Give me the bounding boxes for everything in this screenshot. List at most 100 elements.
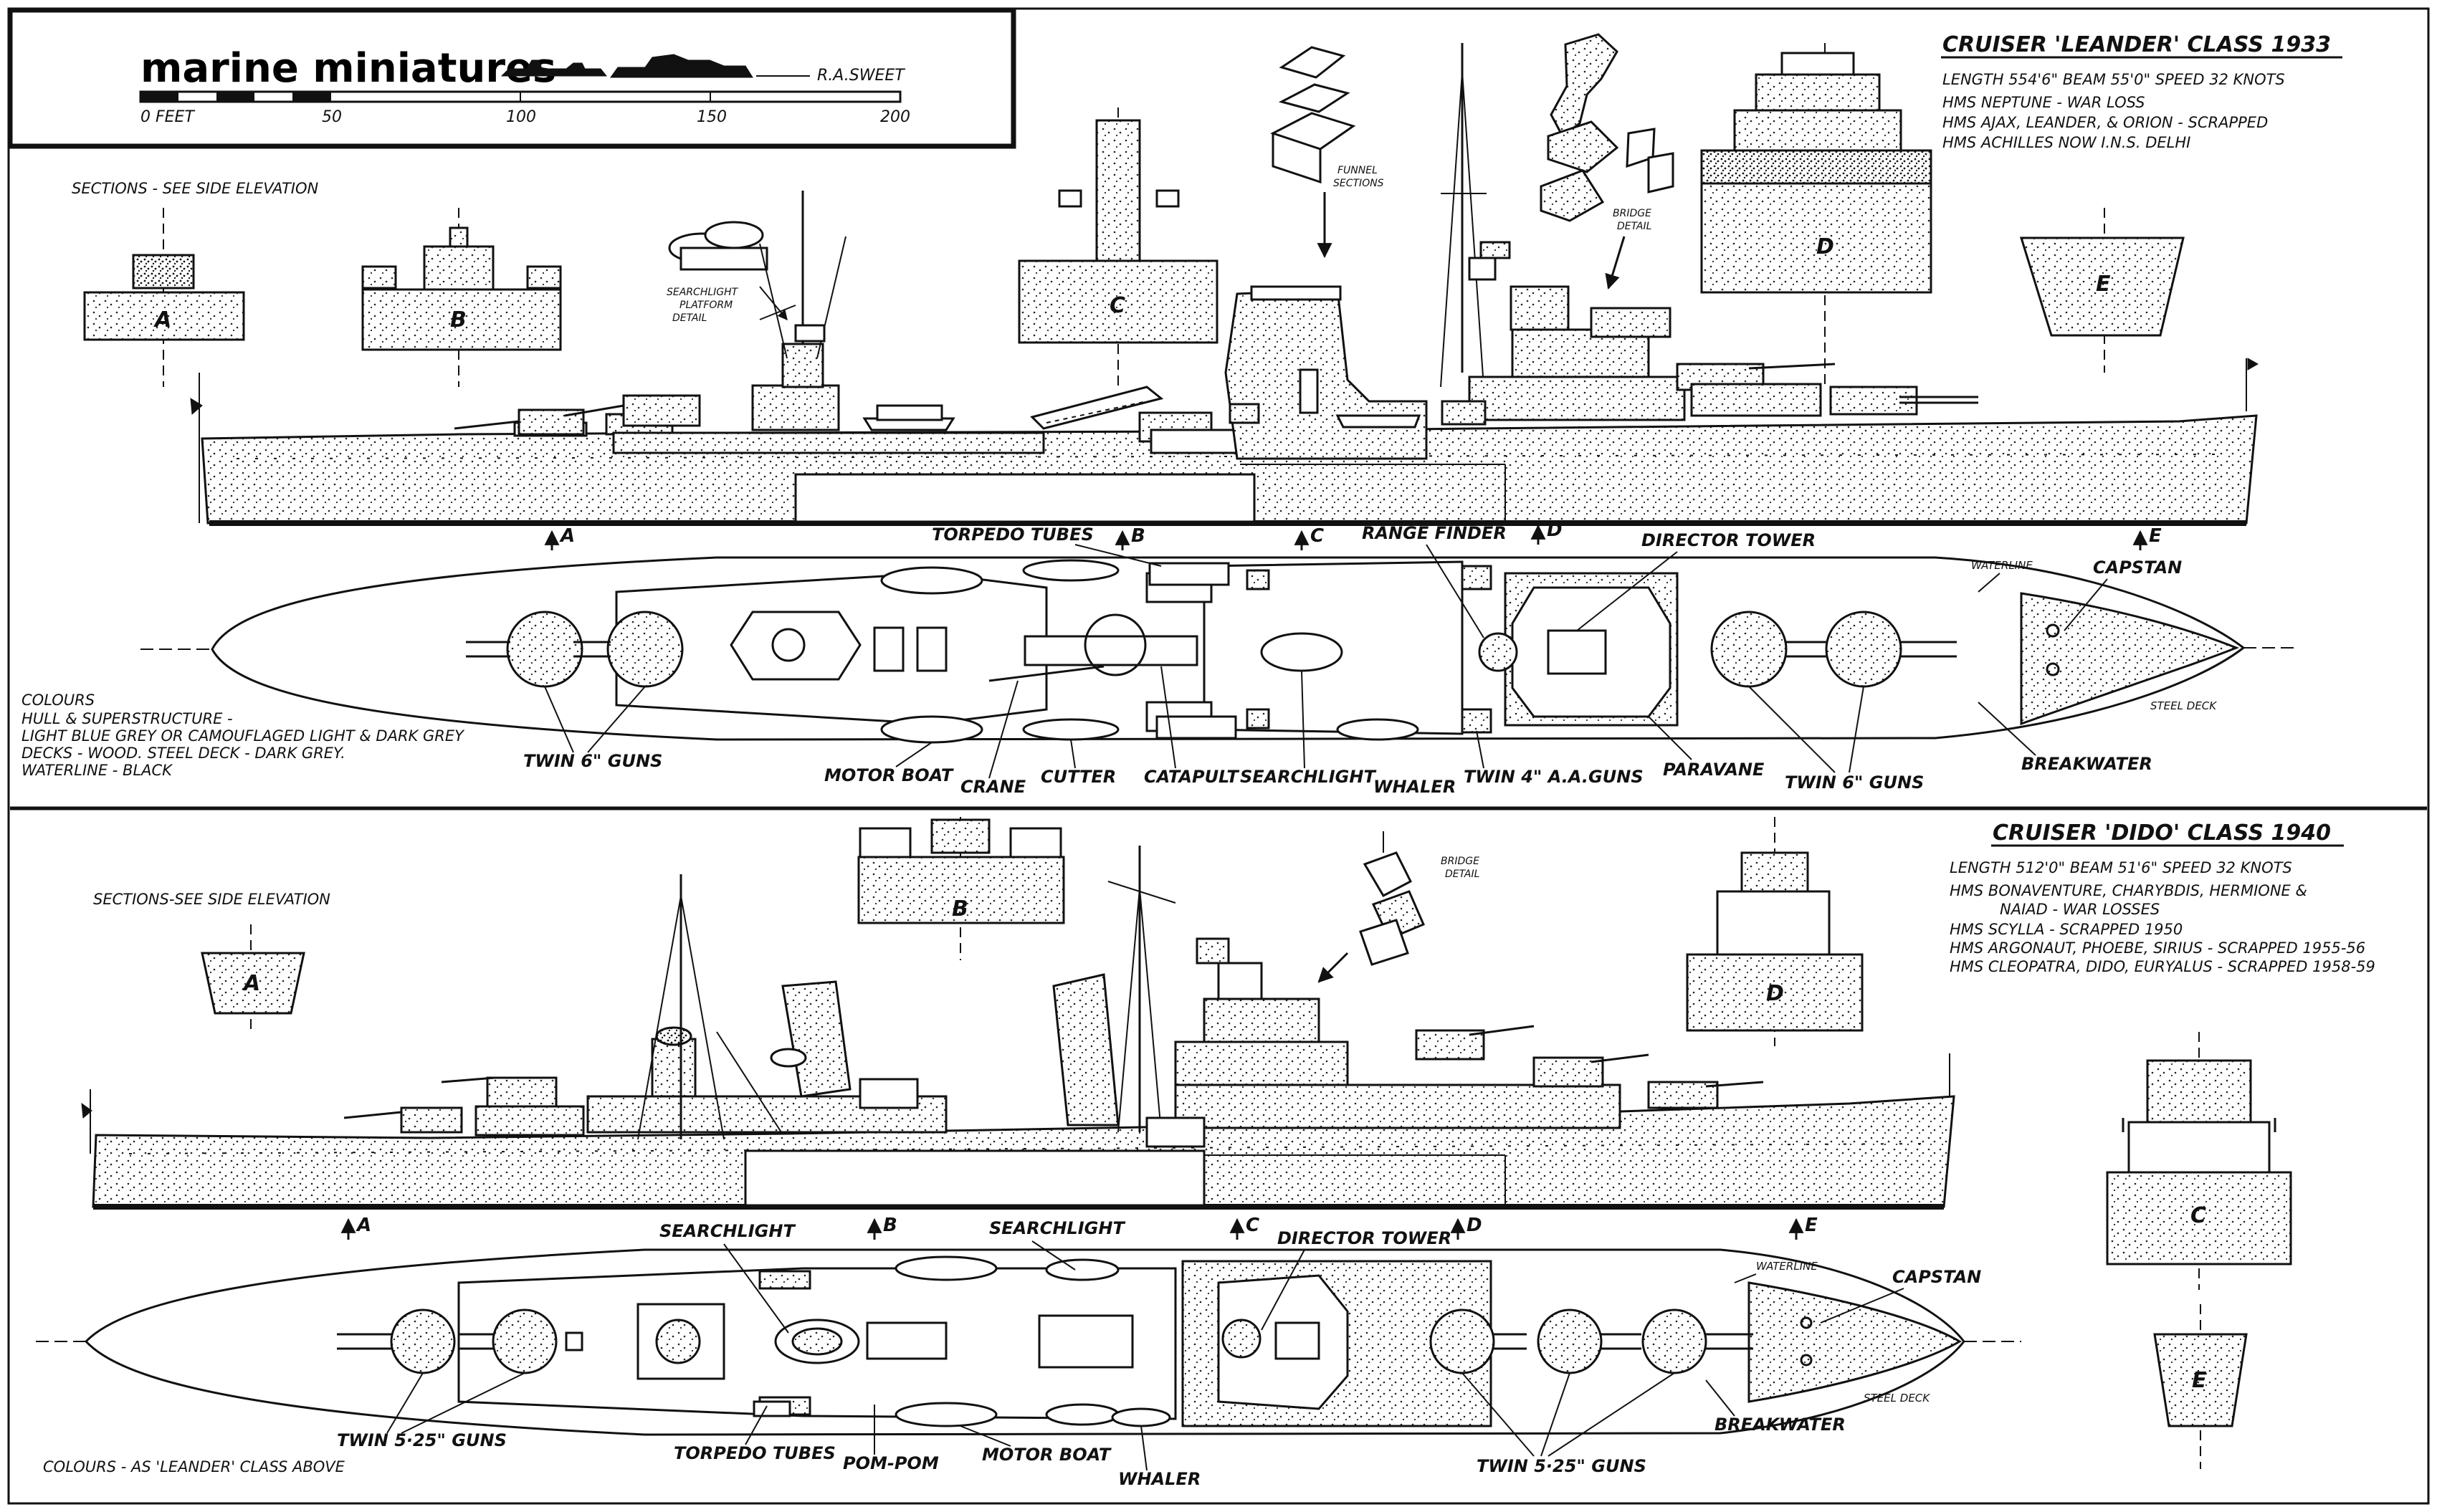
svg-text:DETAIL: DETAIL	[672, 312, 707, 324]
svg-text:WHALER: WHALER	[1118, 1469, 1201, 1489]
svg-text:WATERLINE: WATERLINE	[1756, 1260, 1818, 1273]
svg-text:SEARCHLIGHT: SEARCHLIGHT	[667, 287, 739, 298]
svg-text:DIRECTOR TOWER: DIRECTOR TOWER	[1641, 530, 1816, 550]
svg-text:SEARCHLIGHT: SEARCHLIGHT	[1240, 767, 1376, 787]
svg-text:SEARCHLIGHT: SEARCHLIGHT	[659, 1221, 796, 1241]
scale-label: 50	[322, 108, 342, 126]
section-letter: D	[1766, 981, 1784, 1006]
svg-text:PARAVANE: PARAVANE	[1663, 760, 1765, 780]
svg-text:DECKS - WOOD. STEEL DECK - DA: DECKS - WOOD. STEEL DECK - DARK GREY.	[22, 745, 345, 762]
dido-sections-note: SECTIONS-SEE SIDE ELEVATION	[93, 891, 330, 908]
scale-label: 200	[880, 108, 910, 126]
searchlight-platform-detail: SEARCHLIGHT PLATFORM DETAIL	[667, 221, 788, 324]
dido-section-c: C	[2106, 1032, 2292, 1290]
leander-title: CRUISER 'LEANDER' CLASS 1933	[1942, 32, 2331, 57]
dido-section-e: E	[2153, 1304, 2248, 1469]
leander-colours-note: COLOURS HULL & SUPERSTRUCTURE - LIGHT BL…	[22, 692, 465, 779]
dido-plan-labels: SEARCHLIGHT SEARCHLIGHT DIRECTOR TOWER W…	[43, 1218, 1981, 1489]
leander-section-b: B	[361, 208, 562, 387]
svg-text:A: A	[356, 1215, 371, 1236]
svg-text:CUTTER: CUTTER	[1041, 767, 1116, 787]
section-letter: A	[153, 307, 171, 332]
svg-text:B: B	[883, 1215, 897, 1236]
dido-section-d: D	[1686, 817, 1864, 1046]
svg-text:TWIN 6" GUNS: TWIN 6" GUNS	[1785, 772, 1924, 793]
funnel-sections-detail: FUNNEL SECTIONS	[1270, 46, 1384, 259]
dido-section-a: A	[201, 924, 305, 1032]
leander-steel-deck	[2020, 592, 2240, 726]
leander-plan-labels: TORPEDO TUBES RANGE FINDER DIRECTOR TOWE…	[523, 523, 2217, 797]
scale-label: 150	[697, 108, 727, 126]
svg-text:STEEL DECK: STEEL DECK	[2150, 699, 2217, 712]
svg-text:TWIN 4" A.A.GUNS: TWIN 4" A.A.GUNS	[1464, 767, 1644, 787]
svg-text:LIGHT BLUE GREY OR CAMOUFLAGED: LIGHT BLUE GREY OR CAMOUFLAGED LIGHT & D…	[22, 727, 465, 745]
leander-spec: HMS NEPTUNE - WAR LOSS	[1942, 94, 2145, 111]
svg-text:POM-POM: POM-POM	[843, 1453, 939, 1473]
svg-text:BRIDGE: BRIDGE	[1441, 856, 1479, 867]
svg-text:BRIDGE: BRIDGE	[1613, 208, 1651, 219]
leander-plan-view	[140, 556, 2294, 744]
svg-text:BREAKWATER: BREAKWATER	[1715, 1415, 1846, 1435]
svg-text:STEEL DECK: STEEL DECK	[1864, 1392, 1930, 1405]
svg-text:PLATFORM: PLATFORM	[679, 300, 733, 311]
svg-text:CATAPULT: CATAPULT	[1144, 767, 1239, 787]
section-letter: E	[2096, 272, 2111, 297]
scale-label: 100	[506, 108, 536, 126]
dido-steel-deck	[1747, 1281, 1962, 1403]
dido-funnel-aft	[781, 980, 852, 1098]
section-letter: A	[242, 971, 260, 996]
scale-label: 0 FEET	[140, 108, 195, 126]
dido-section-markers: A B C D E	[340, 1215, 1818, 1240]
svg-text:CAPSTAN: CAPSTAN	[1892, 1267, 1981, 1287]
border	[7, 7, 2430, 1505]
svg-text:MOTOR BOAT: MOTOR BOAT	[982, 1445, 1112, 1465]
scale-bar: 0 FEET 50 100 150 200	[139, 90, 910, 126]
svg-text:DIRECTOR TOWER: DIRECTOR TOWER	[1277, 1228, 1451, 1248]
section-letter: D	[1816, 234, 1834, 259]
section-letter: E	[2192, 1368, 2207, 1393]
leander-spec: HMS ACHILLES NOW I.N.S. DELHI	[1942, 134, 2190, 151]
svg-text:TWIN 5·25" GUNS: TWIN 5·25" GUNS	[1477, 1456, 1646, 1476]
dido-section-b: B	[857, 817, 1065, 960]
svg-text:COLOURS: COLOURS	[22, 692, 95, 709]
ship-silhouette-icon	[500, 54, 810, 78]
bridge-detail-dido: BRIDGE DETAIL	[1317, 831, 1479, 983]
dido-spec: HMS SCYLLA - SCRAPPED 1950	[1950, 921, 2183, 938]
svg-text:HULL & SUPERSTRUCTURE -: HULL & SUPERSTRUCTURE -	[22, 710, 233, 727]
svg-text:TORPEDO TUBES: TORPEDO TUBES	[932, 525, 1094, 545]
dido-spec: NAIAD - WAR LOSSES	[2000, 901, 2160, 918]
ensign-icon	[190, 398, 203, 416]
svg-text:WHALER: WHALER	[1373, 777, 1456, 797]
svg-text:C: C	[1310, 525, 1324, 547]
svg-text:MOTOR BOAT: MOTOR BOAT	[824, 765, 954, 785]
svg-text:TWIN 5·25" GUNS: TWIN 5·25" GUNS	[337, 1430, 507, 1450]
svg-text:D: D	[1547, 520, 1563, 541]
section-letter: C	[2190, 1203, 2206, 1228]
leander-section-markers: A B C D E	[544, 520, 2162, 550]
dido-colours-note: COLOURS - AS 'LEANDER' CLASS ABOVE	[43, 1458, 345, 1475]
leander-section-a: A	[83, 208, 245, 387]
svg-text:BREAKWATER: BREAKWATER	[2021, 754, 2152, 774]
leander-section-c: C	[1018, 107, 1218, 387]
svg-text:WATERLINE - BLACK: WATERLINE - BLACK	[22, 762, 173, 779]
svg-text:E: E	[1805, 1215, 1818, 1236]
svg-text:C: C	[1246, 1215, 1259, 1236]
dido-title: CRUISER 'DIDO' CLASS 1940	[1993, 820, 2331, 846]
dido-spec: LENGTH 512'0" BEAM 51'6" SPEED 32 KNOTS	[1950, 859, 2292, 876]
dido-funnel-fwd	[1052, 973, 1120, 1126]
leander-funnel	[1224, 288, 1428, 460]
dido-side-elevation	[81, 846, 1955, 1210]
dido-spec: HMS BONAVENTURE, CHARYBDIS, HERMIONE &	[1950, 882, 2307, 899]
svg-text:B: B	[1131, 525, 1145, 547]
svg-text:TORPEDO TUBES: TORPEDO TUBES	[674, 1443, 836, 1463]
dido-spec: HMS CLEOPATRA, DIDO, EURYALUS - SCRAPPED…	[1950, 958, 2375, 975]
leander-sections-note: SECTIONS - SEE SIDE ELEVATION	[72, 180, 319, 197]
leander-spec: HMS AJAX, LEANDER, & ORION - SCRAPPED	[1942, 114, 2268, 131]
svg-text:SECTIONS: SECTIONS	[1333, 178, 1384, 189]
leander-section-d: D	[1700, 43, 1932, 387]
ensign-icon	[81, 1102, 92, 1119]
svg-text:DETAIL: DETAIL	[1445, 869, 1479, 880]
section-letter: B	[952, 896, 968, 922]
svg-text:D: D	[1467, 1215, 1482, 1236]
